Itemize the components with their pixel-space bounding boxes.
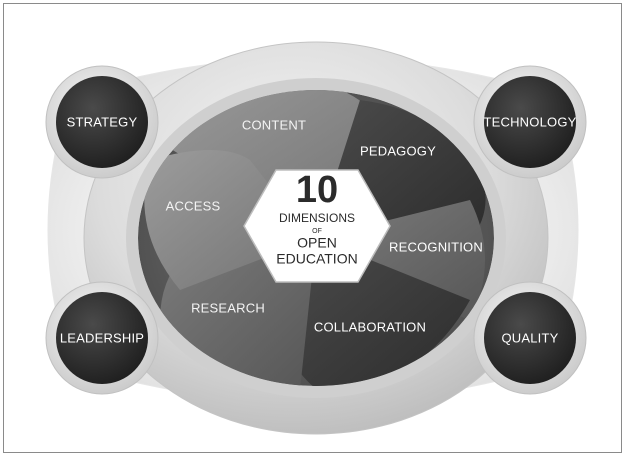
center-line-open: OPEN	[297, 235, 337, 251]
center-number: 10	[296, 169, 338, 211]
label-access: ACCESS	[166, 198, 221, 213]
label-pedagogy: PEDAGOGY	[360, 143, 436, 158]
node-strategy: STRATEGY	[45, 65, 159, 179]
label-leadership: LEADERSHIP	[60, 330, 144, 345]
segment-access	[144, 150, 316, 290]
center-hexagon	[243, 169, 391, 283]
node-technology: TECHNOLOGY	[473, 65, 587, 179]
center-line-of: OF	[312, 228, 322, 235]
node-quality: QUALITY	[473, 281, 587, 395]
label-content: CONTENT	[242, 117, 306, 132]
label-quality: QUALITY	[501, 330, 558, 345]
label-technology: TECHNOLOGY	[483, 114, 576, 129]
label-collaboration: COLLABORATION	[314, 319, 426, 334]
label-research: RESEARCH	[191, 300, 265, 315]
label-strategy: STRATEGY	[67, 114, 138, 129]
center-line-dimensions: DIMENSIONS	[279, 211, 355, 225]
label-recognition: RECOGNITION	[389, 239, 483, 254]
center-line-education: EDUCATION	[276, 251, 357, 267]
node-leadership: LEADERSHIP	[45, 281, 159, 395]
